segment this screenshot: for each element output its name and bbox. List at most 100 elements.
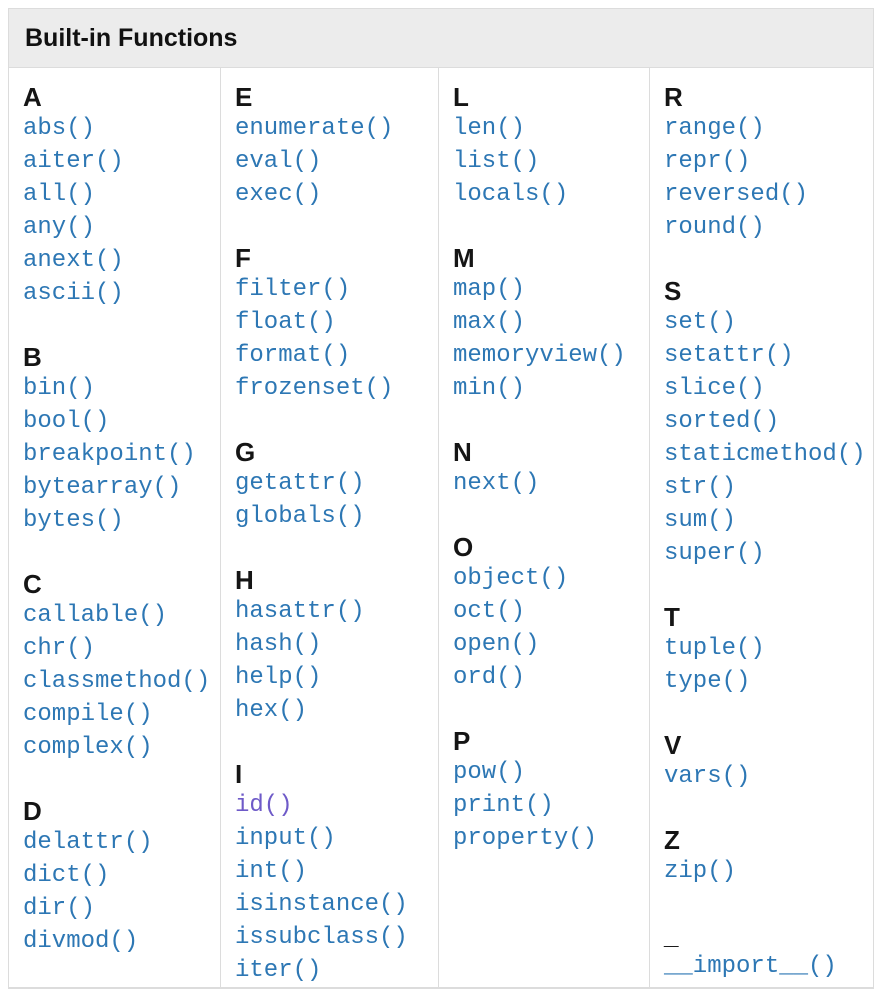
function-link-bin[interactable]: bin(): [23, 375, 96, 402]
function-link-sorted[interactable]: sorted(): [664, 408, 780, 435]
section-heading-T: T: [664, 602, 680, 632]
function-link-filter[interactable]: filter(): [235, 276, 351, 303]
function-link-property[interactable]: property(): [453, 825, 598, 852]
function-entry: callable(): [23, 600, 214, 633]
function-link-round[interactable]: round(): [664, 214, 765, 241]
function-link-compile[interactable]: compile(): [23, 701, 153, 728]
function-entry: complex(): [23, 732, 214, 765]
section-heading-_: _: [664, 920, 679, 950]
function-link-divmod[interactable]: divmod(): [23, 928, 139, 955]
function-link-format[interactable]: format(): [235, 342, 351, 369]
function-link-object[interactable]: object(): [453, 565, 569, 592]
function-link-map[interactable]: map(): [453, 276, 526, 303]
function-entry: bytes(): [23, 505, 214, 538]
function-link-open[interactable]: open(): [453, 631, 540, 658]
function-link-classmethod[interactable]: classmethod(): [23, 668, 211, 695]
function-link-tuple[interactable]: tuple(): [664, 635, 765, 662]
function-link-hex[interactable]: hex(): [235, 697, 308, 724]
function-link-enumerate[interactable]: enumerate(): [235, 115, 394, 142]
function-entry: format(): [235, 340, 432, 373]
function-link-input[interactable]: input(): [235, 825, 336, 852]
function-link-dict[interactable]: dict(): [23, 862, 110, 889]
function-link-bytearray[interactable]: bytearray(): [23, 474, 182, 501]
function-link-complex[interactable]: complex(): [23, 734, 153, 761]
function-entry: bin(): [23, 373, 214, 406]
function-link-delattr[interactable]: delattr(): [23, 829, 153, 856]
function-link-bool[interactable]: bool(): [23, 408, 110, 435]
function-link-set[interactable]: set(): [664, 309, 737, 336]
function-link-iter[interactable]: iter(): [235, 957, 322, 984]
function-link-super[interactable]: super(): [664, 540, 765, 567]
function-entry: pow(): [453, 757, 643, 790]
function-entry: getattr(): [235, 468, 432, 501]
function-link-str[interactable]: str(): [664, 474, 737, 501]
function-link-type[interactable]: type(): [664, 668, 751, 695]
function-link-isinstance[interactable]: isinstance(): [235, 891, 408, 918]
function-link-next[interactable]: next(): [453, 470, 540, 497]
function-link-id[interactable]: id(): [235, 792, 293, 819]
function-link-hash[interactable]: hash(): [235, 631, 322, 658]
function-link-getattr[interactable]: getattr(): [235, 470, 365, 497]
section-heading-N: N: [453, 437, 472, 467]
function-link-ord[interactable]: ord(): [453, 664, 526, 691]
function-link-ascii[interactable]: ascii(): [23, 280, 124, 307]
function-link-breakpoint[interactable]: breakpoint(): [23, 441, 196, 468]
function-link-anext[interactable]: anext(): [23, 247, 124, 274]
function-link-staticmethod[interactable]: staticmethod(): [664, 441, 866, 468]
function-entry: float(): [235, 307, 432, 340]
function-link-vars[interactable]: vars(): [664, 763, 751, 790]
function-link-reversed[interactable]: reversed(): [664, 181, 809, 208]
function-link-bytes[interactable]: bytes(): [23, 507, 124, 534]
function-link-sum[interactable]: sum(): [664, 507, 737, 534]
function-link-zip[interactable]: zip(): [664, 858, 737, 885]
function-link-locals[interactable]: locals(): [453, 181, 569, 208]
section-heading-A: A: [23, 82, 42, 112]
function-link-slice[interactable]: slice(): [664, 375, 765, 402]
function-entry: all(): [23, 179, 214, 212]
function-link-len[interactable]: len(): [453, 115, 526, 142]
function-entry: set(): [664, 307, 867, 340]
function-link-abs[interactable]: abs(): [23, 115, 96, 142]
function-entry: input(): [235, 823, 432, 856]
section-heading-M: M: [453, 243, 475, 273]
function-link-issubclass[interactable]: issubclass(): [235, 924, 408, 951]
function-link-__import__[interactable]: __import__(): [664, 953, 837, 980]
function-link-print[interactable]: print(): [453, 792, 554, 819]
function-entry: ascii(): [23, 278, 214, 311]
section-heading-F: F: [235, 243, 251, 273]
function-link-range[interactable]: range(): [664, 115, 765, 142]
function-link-hasattr[interactable]: hasattr(): [235, 598, 365, 625]
function-entry: compile(): [23, 699, 214, 732]
function-link-aiter[interactable]: aiter(): [23, 148, 124, 175]
function-link-eval[interactable]: eval(): [235, 148, 322, 175]
function-link-repr[interactable]: repr(): [664, 148, 751, 175]
function-link-min[interactable]: min(): [453, 375, 526, 402]
function-link-setattr[interactable]: setattr(): [664, 342, 794, 369]
function-link-chr[interactable]: chr(): [23, 635, 96, 662]
function-link-list[interactable]: list(): [453, 148, 540, 175]
function-link-callable[interactable]: callable(): [23, 602, 168, 629]
function-link-any[interactable]: any(): [23, 214, 96, 241]
function-link-frozenset[interactable]: frozenset(): [235, 375, 394, 402]
function-link-exec[interactable]: exec(): [235, 181, 322, 208]
function-link-globals[interactable]: globals(): [235, 503, 365, 530]
function-link-oct[interactable]: oct(): [453, 598, 526, 625]
function-link-int[interactable]: int(): [235, 858, 308, 885]
function-link-memoryview[interactable]: memoryview(): [453, 342, 626, 369]
function-entry: iter(): [235, 955, 432, 987]
function-link-all[interactable]: all(): [23, 181, 96, 208]
function-link-float[interactable]: float(): [235, 309, 336, 336]
function-link-dir[interactable]: dir(): [23, 895, 96, 922]
function-link-pow[interactable]: pow(): [453, 759, 526, 786]
function-link-max[interactable]: max(): [453, 309, 526, 336]
function-link-help[interactable]: help(): [235, 664, 322, 691]
section-heading-D: D: [23, 796, 42, 826]
